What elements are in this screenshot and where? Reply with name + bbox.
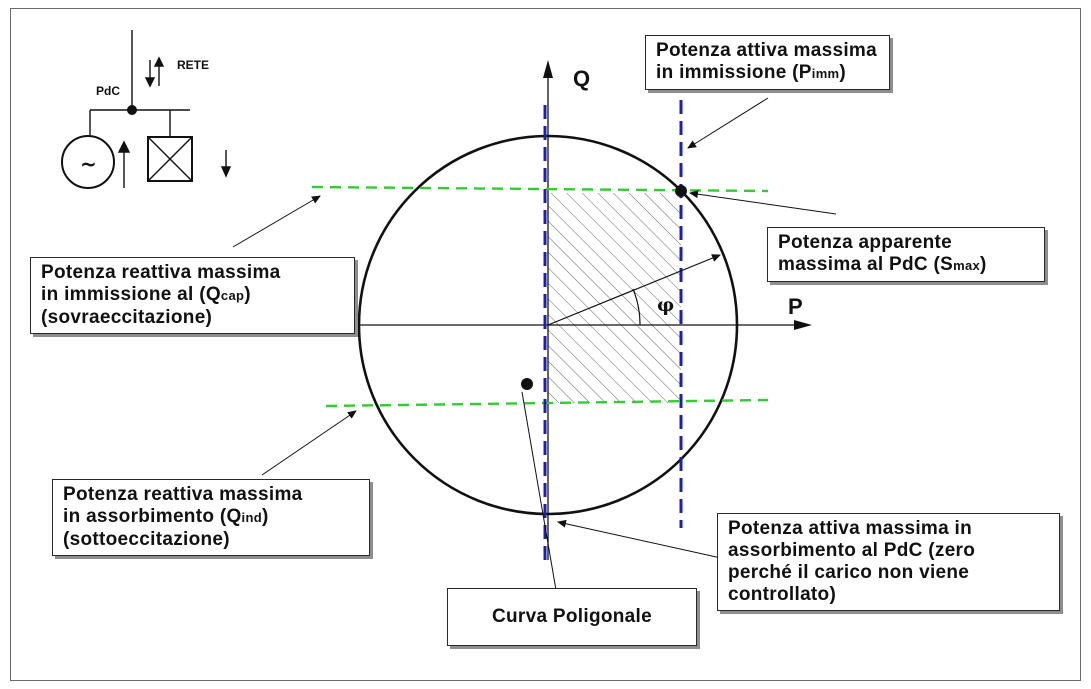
callout-curva-poligonale: Curva Poligonale xyxy=(447,588,697,646)
load-icon xyxy=(147,136,193,182)
s-max-line2: massima al PdC (Smax) xyxy=(778,254,987,275)
q-axis-label: Q xyxy=(573,66,591,91)
q-ind-limit-line xyxy=(325,398,769,408)
q-cap-line2: in immissione al (Qcap) xyxy=(41,284,251,305)
leader-curva xyxy=(521,391,557,591)
q-cap-line3: (sovraeccitazione) xyxy=(41,307,213,328)
q-axis-arrowhead xyxy=(543,60,553,78)
generator-icon xyxy=(61,135,115,189)
phi-arc xyxy=(632,288,641,326)
q-ind-line2: in assorbimento (Qind) xyxy=(63,506,269,527)
smax-point xyxy=(675,185,687,197)
p-abs-line1: Potenza attiva massima in xyxy=(728,518,973,539)
load-arrow-head xyxy=(220,166,232,178)
leader-q-cap xyxy=(232,195,321,248)
generator-arrow-head xyxy=(117,140,131,153)
callout-q-ind: Potenza reattiva massima in assorbimento… xyxy=(52,479,370,556)
pdc-node xyxy=(127,105,137,115)
p-imm-line1: Potenza attiva massima xyxy=(656,40,877,61)
p-imm-line2: in immissione (Pimm) xyxy=(656,62,847,83)
q-ind-line3: (sottoeccitazione) xyxy=(63,529,230,550)
load-cross-b xyxy=(147,136,193,182)
leader-p-abs xyxy=(557,519,731,561)
s-max-line1: Potenza apparente xyxy=(778,232,953,253)
rete-arrow-down-head xyxy=(144,77,156,88)
rete-arrow-up-head xyxy=(153,56,165,67)
q-ind-line1: Potenza reattiva massima xyxy=(63,484,303,505)
q-cap-line1: Potenza reattiva massima xyxy=(41,262,281,283)
pdc-label: PdC xyxy=(96,84,120,98)
leader-q-ind xyxy=(261,410,357,476)
leader-p-imm xyxy=(687,97,769,149)
p-axis-label: P xyxy=(788,294,803,319)
generator-symbol: ~ xyxy=(80,152,97,176)
curva-line1: Curva Poligonale xyxy=(491,606,652,627)
q-cap-limit-line xyxy=(311,185,769,193)
callout-p-imm: Potenza attiva massima in immissione (Pi… xyxy=(645,35,890,90)
p-abs-line4: controllato) xyxy=(728,584,837,605)
rete-label: RETE xyxy=(177,58,210,72)
leader-s-max xyxy=(689,190,837,215)
p-abs-line2: assorbimento al PdC (zero xyxy=(728,540,976,561)
diagram-frame xyxy=(10,8,1081,681)
p-axis-arrowhead xyxy=(794,320,812,330)
phi-label: φ xyxy=(657,294,675,316)
p-abs-line3: perché il carico non viene xyxy=(728,562,970,583)
polygonal-curve-point xyxy=(521,378,533,390)
network-schematic xyxy=(61,30,232,189)
callout-q-cap: Potenza reattiva massima in immissione a… xyxy=(30,257,355,334)
callout-p-abs: Potenza attiva massima in assorbimento a… xyxy=(717,513,1060,611)
callout-s-max: Potenza apparente massima al PdC (Smax) xyxy=(767,227,1045,282)
